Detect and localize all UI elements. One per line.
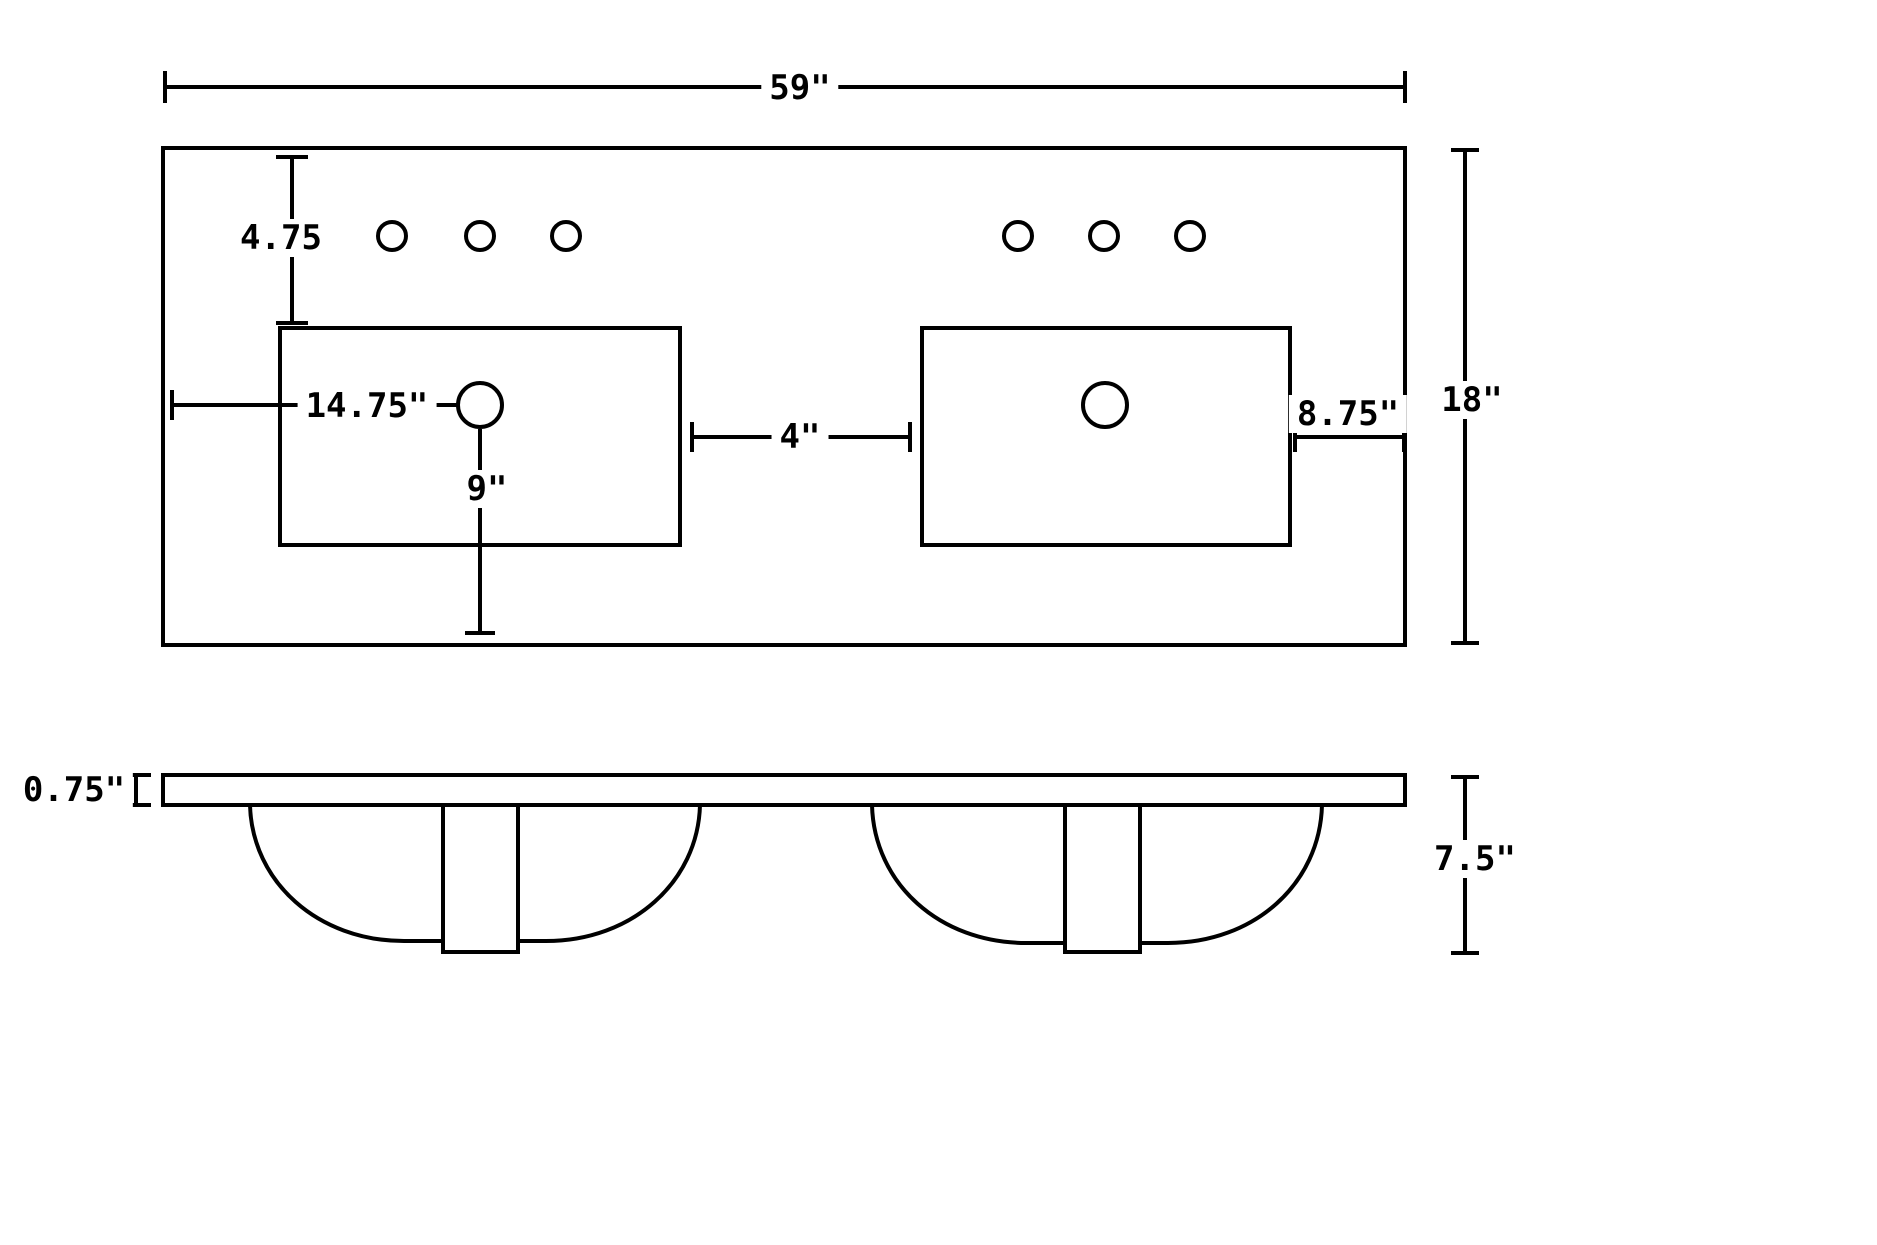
- left-faucet-holes: [376, 220, 582, 252]
- right-drain-hole: [1081, 381, 1129, 429]
- faucet-hole: [376, 220, 408, 252]
- faucet-hole: [1002, 220, 1034, 252]
- left-drain-pipe: [441, 803, 520, 954]
- faucet-hole: [1174, 220, 1206, 252]
- countertop-slab-profile: [161, 773, 1407, 807]
- dim-label-drain-front-offset: 9": [458, 470, 516, 508]
- dim-label-drain-left-offset: 14.75": [297, 387, 437, 425]
- faucet-hole: [1088, 220, 1120, 252]
- faucet-hole: [464, 220, 496, 252]
- dim-label-right-offset: 8.75": [1288, 395, 1408, 433]
- faucet-hole: [550, 220, 582, 252]
- right-basin-cutout: [920, 326, 1292, 547]
- front-view: [161, 773, 1407, 954]
- dim-label-overall-height: 7.5": [1426, 840, 1524, 878]
- dim-label-faucet-setback: 4.75: [232, 219, 330, 257]
- right-drain-pipe: [1063, 803, 1142, 954]
- dim-label-top-thickness: 0.75": [14, 771, 134, 809]
- dim-label-overall-width: 59": [761, 69, 839, 107]
- right-faucet-holes: [1002, 220, 1206, 252]
- dim-label-depth: 18": [1433, 381, 1511, 419]
- dim-drain-front-offset: [465, 429, 495, 635]
- left-drain-hole: [456, 381, 504, 429]
- dim-label-sink-gap: 4": [771, 418, 829, 456]
